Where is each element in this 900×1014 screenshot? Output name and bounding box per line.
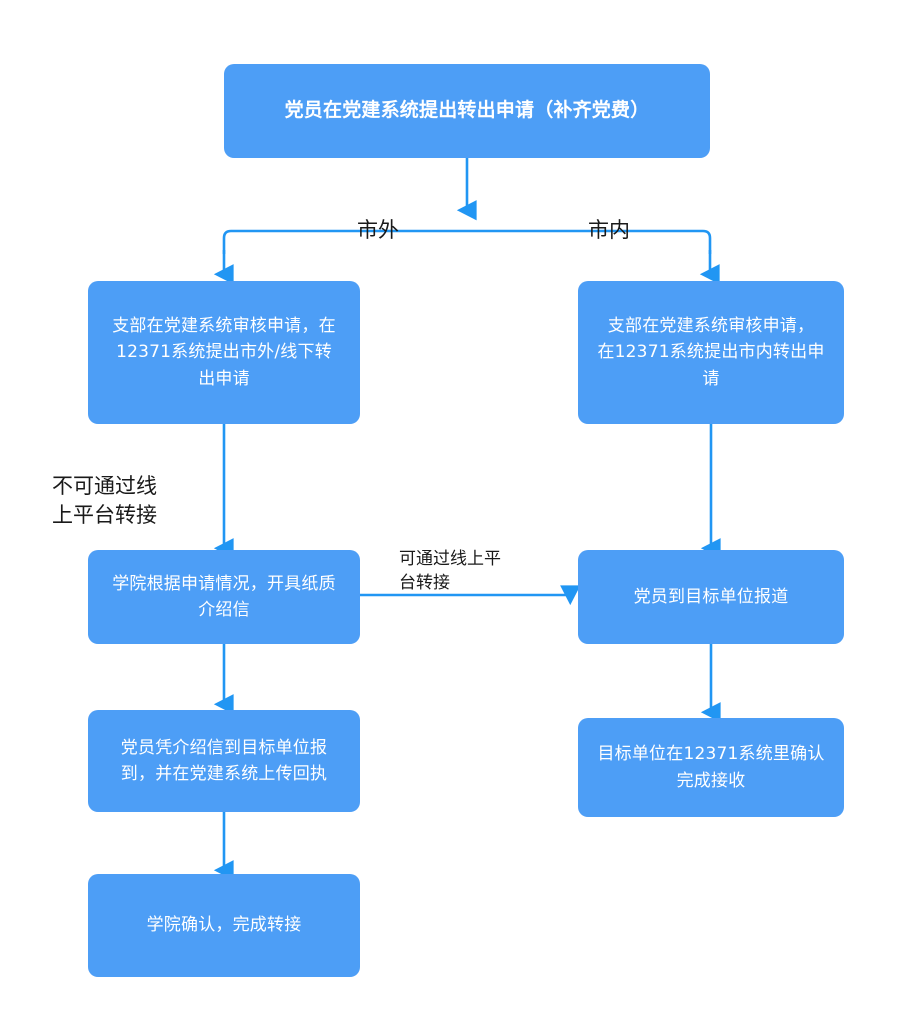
node-label: 党员在党建系统提出转出申请（补齐党费） xyxy=(284,99,650,122)
node-college-confirm-complete[interactable]: 学院确认，完成转接 xyxy=(88,874,360,977)
node-member-report-with-letter[interactable]: 党员凭介绍信到目标单位报 到，并在党建系统上传回执 xyxy=(88,710,360,812)
node-label: 支部在党建系统审核申请， 在12371系统提出市内转出申 请 xyxy=(597,315,825,389)
node-college-issue-letter[interactable]: 学院根据申请情况，开具纸质 介绍信 xyxy=(88,550,360,644)
branch-label-in-city: 市内 xyxy=(588,218,630,243)
node-submit-application[interactable]: 党员在党建系统提出转出申请（补齐党费） xyxy=(224,64,710,158)
node-label: 党员到目标单位报道 xyxy=(633,586,789,607)
node-branch-review-in-city[interactable]: 支部在党建系统审核申请， 在12371系统提出市内转出申 请 xyxy=(578,281,844,424)
node-target-confirm-receive[interactable]: 目标单位在12371系统里确认 完成接收 xyxy=(578,718,844,817)
node-member-report-to-target[interactable]: 党员到目标单位报道 xyxy=(578,550,844,644)
node-label: 支部在党建系统审核申请，在 12371系统提出市外/线下转 出申请 xyxy=(112,315,336,389)
node-branch-review-out-of-city[interactable]: 支部在党建系统审核申请，在 12371系统提出市外/线下转 出申请 xyxy=(88,281,360,424)
annotation-offline-only: 不可通过线 上平台转接 xyxy=(52,474,157,527)
node-label: 学院确认，完成转接 xyxy=(146,915,302,936)
node-label: 党员凭介绍信到目标单位报 到，并在党建系统上传回执 xyxy=(120,737,328,784)
annotation-online-ok: 可通过线上平 台转接 xyxy=(399,548,501,593)
branch-label-out-of-city: 市外 xyxy=(357,218,399,243)
node-label: 学院根据申请情况，开具纸质 介绍信 xyxy=(112,573,336,620)
node-label: 目标单位在12371系统里确认 完成接收 xyxy=(597,744,825,791)
